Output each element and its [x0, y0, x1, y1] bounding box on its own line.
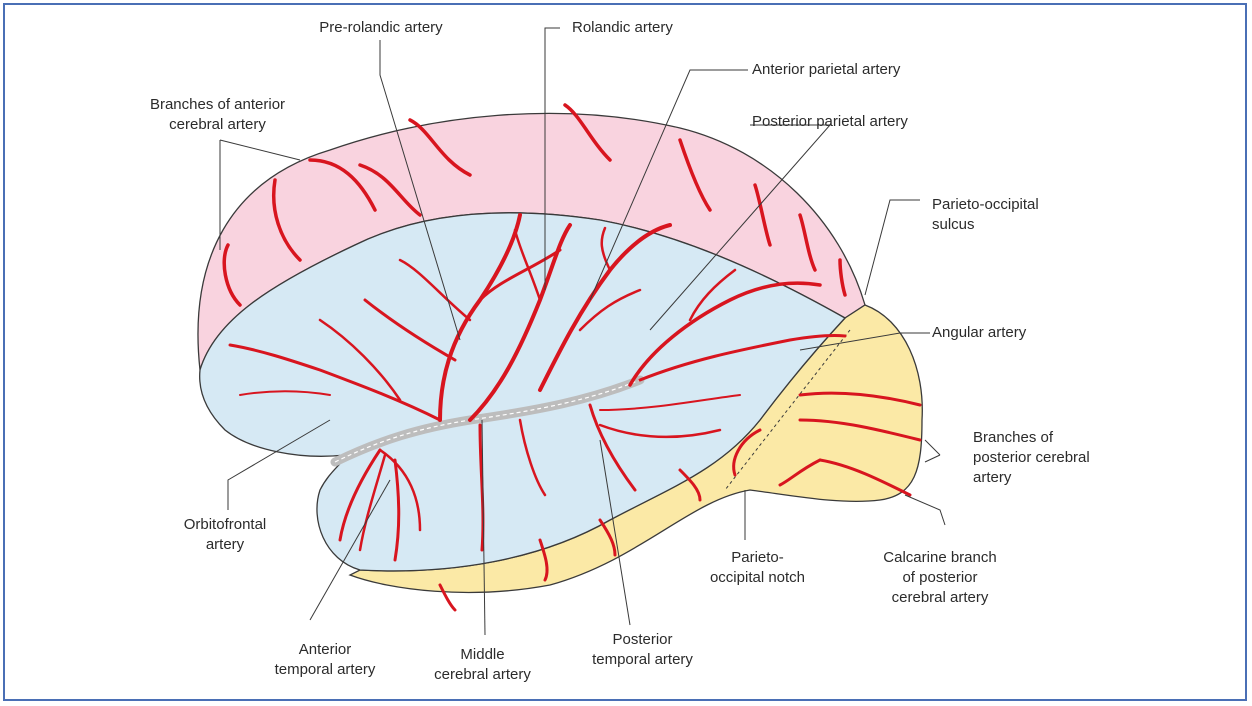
middle-cerebral-line1: Middle	[410, 645, 555, 665]
posterior-temporal-label: Posterior temporal artery	[570, 630, 715, 670]
orbitofrontal-line2: artery	[160, 535, 290, 555]
branches-aca-line2: cerebral artery	[130, 115, 305, 135]
branches-pca-line3: artery	[973, 468, 1090, 488]
orbitofrontal-line1: Orbitofrontal	[160, 515, 290, 535]
calcarine-line3: cerebral artery	[865, 588, 1015, 608]
anterior-temporal-line2: temporal artery	[255, 660, 395, 680]
branches-pca-label: Branches of posterior cerebral artery	[973, 428, 1090, 488]
orbitofrontal-label: Orbitofrontal artery	[160, 515, 290, 555]
calcarine-line2: of posterior	[865, 568, 1015, 588]
anterior-temporal-line1: Anterior	[255, 640, 395, 660]
branches-aca-label: Branches of anterior cerebral artery	[130, 95, 305, 135]
calcarine-label: Calcarine branch of posterior cerebral a…	[865, 548, 1015, 608]
middle-cerebral-label: Middle cerebral artery	[410, 645, 555, 685]
posterior-temporal-line1: Posterior	[570, 630, 715, 650]
branches-pca-line1: Branches of	[973, 428, 1090, 448]
branches-pca-line2: posterior cerebral	[973, 448, 1090, 468]
parieto-occipital-sulcus-line2: sulcus	[932, 215, 1039, 235]
angular-label: Angular artery	[932, 323, 1026, 343]
parieto-occipital-sulcus-line1: Parieto-occipital	[932, 195, 1039, 215]
calcarine-line1: Calcarine branch	[865, 548, 1015, 568]
parieto-occipital-sulcus-label: Parieto-occipital sulcus	[932, 195, 1039, 235]
pre-rolandic-label: Pre-rolandic artery	[300, 18, 462, 38]
parieto-occipital-notch-label: Parieto- occipital notch	[690, 548, 825, 588]
anterior-parietal-label: Anterior parietal artery	[752, 60, 900, 80]
branches-aca-line1: Branches of anterior	[130, 95, 305, 115]
parieto-occipital-notch-line2: occipital notch	[690, 568, 825, 588]
rolandic-label: Rolandic artery	[572, 18, 673, 38]
anterior-temporal-label: Anterior temporal artery	[255, 640, 395, 680]
posterior-temporal-line2: temporal artery	[570, 650, 715, 670]
posterior-parietal-label: Posterior parietal artery	[752, 112, 908, 132]
middle-cerebral-line2: cerebral artery	[410, 665, 555, 685]
parieto-occipital-notch-line1: Parieto-	[690, 548, 825, 568]
